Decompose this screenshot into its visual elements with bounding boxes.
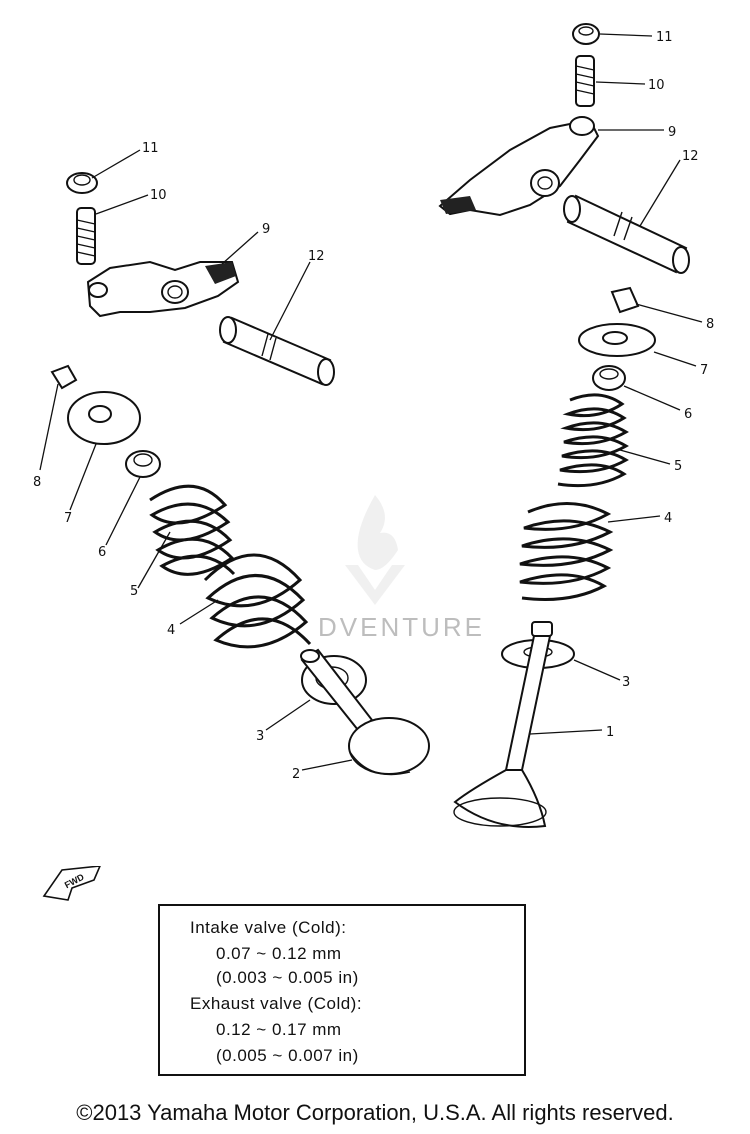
right-inner-spring-5	[557, 393, 629, 488]
callout-left-9: 9	[262, 222, 270, 237]
callout-right-4: 4	[664, 511, 672, 526]
left-adjust-screw-10	[76, 207, 96, 265]
left-cotter-8	[50, 364, 78, 390]
callout-numbers: 11 10 9 12 8 7 6 5 4 3 2 11 10 9 12 8 7 …	[33, 30, 714, 782]
callout-left-8: 8	[33, 475, 41, 490]
left-nut-11	[66, 172, 98, 194]
right-outer-spring-4	[519, 502, 614, 601]
callout-right-11: 11	[656, 30, 673, 45]
intake-mm: 0.07 ~ 0.12 mm	[216, 944, 342, 963]
callout-right-6: 6	[684, 407, 692, 422]
callout-right-7: 7	[700, 363, 708, 378]
callout-left-5: 5	[130, 584, 138, 599]
right-adjust-screw-10	[575, 55, 595, 107]
right-assembly	[438, 23, 690, 828]
right-rocker-arm-9	[438, 116, 600, 217]
copyright-notice: ©2013 Yamaha Motor Corporation, U.S.A. A…	[76, 1100, 674, 1125]
callout-left-7: 7	[64, 511, 72, 526]
exhaust-mm: 0.12 ~ 0.17 mm	[216, 1020, 342, 1039]
intake-title: Intake valve (Cold):	[190, 918, 347, 937]
right-rocker-shaft-12	[563, 194, 690, 274]
callout-left-3: 3	[256, 729, 264, 744]
fwd-arrow-icon	[42, 866, 101, 901]
left-valve-2	[300, 648, 430, 776]
left-outer-spring-4	[203, 553, 312, 649]
callout-right-12: 12	[682, 149, 699, 164]
right-retainer-7	[578, 323, 656, 357]
callout-left-11: 11	[142, 141, 159, 156]
left-rocker-shaft-12	[219, 316, 335, 386]
callout-left-4: 4	[167, 623, 175, 638]
watermark-logo	[345, 495, 405, 605]
callout-right-10: 10	[648, 78, 665, 93]
watermark-text: DVENTURE	[318, 612, 486, 642]
exhaust-title: Exhaust valve (Cold):	[190, 994, 363, 1013]
left-inner-spring-5	[149, 484, 236, 576]
leader-lines	[39, 33, 703, 771]
left-rocker-arm-9	[86, 260, 240, 318]
intake-in: (0.003 ~ 0.005 in)	[216, 968, 359, 987]
left-seal-6	[125, 450, 161, 478]
right-cotter-8	[610, 286, 640, 314]
callout-left-12: 12	[308, 249, 325, 264]
right-nut-11	[572, 23, 600, 45]
callout-right-3: 3	[622, 675, 630, 690]
exhaust-in: (0.005 ~ 0.007 in)	[216, 1046, 359, 1065]
callout-left-6: 6	[98, 545, 106, 560]
callout-left-10: 10	[150, 188, 167, 203]
callout-right-8: 8	[706, 317, 714, 332]
valve-clearance-spec-box: Intake valve (Cold): 0.07 ~ 0.12 mm (0.0…	[158, 904, 526, 1076]
left-retainer-7	[67, 391, 141, 445]
right-valve-1	[453, 621, 553, 828]
callout-right-5: 5	[674, 459, 682, 474]
callout-left-2: 2	[292, 767, 300, 782]
left-assembly	[50, 172, 430, 776]
callout-right-1: 1	[606, 725, 614, 740]
right-seal-6	[592, 365, 626, 391]
callout-right-9: 9	[668, 125, 676, 140]
